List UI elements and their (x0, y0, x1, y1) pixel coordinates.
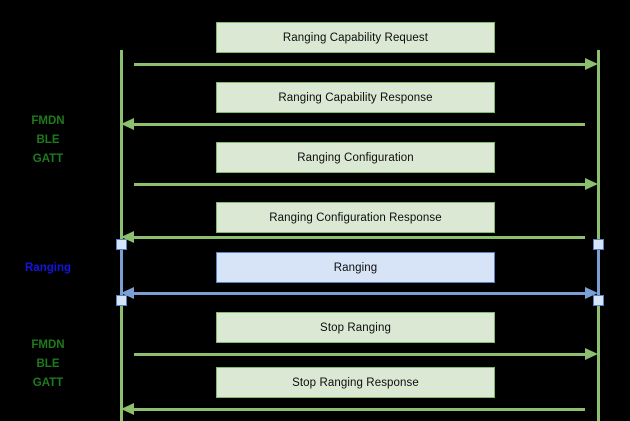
arrowhead-right-0 (585, 58, 598, 70)
activation-bar-right (597, 244, 600, 300)
message-arrow-6[interactable] (121, 403, 585, 415)
side-label-line: GATT (32, 153, 64, 165)
side-label-0: FMDN BLE GATT (0, 112, 96, 169)
message-box-3[interactable]: Ranging Configuration Response (216, 202, 495, 233)
side-label-1: Ranging (0, 259, 96, 278)
message-label: Ranging Capability Response (278, 91, 433, 104)
message-label: Ranging Capability Request (282, 31, 429, 44)
side-label-line: Ranging (25, 262, 71, 274)
arrowhead-right-2 (585, 178, 598, 190)
message-box-2[interactable]: Ranging Configuration (216, 142, 495, 173)
side-label-2: FMDN BLE GATT (0, 336, 96, 393)
message-arrow-3[interactable] (121, 231, 585, 243)
message-label: Ranging Configuration (297, 151, 414, 164)
arrowhead-left-4 (121, 287, 134, 299)
message-box-4[interactable]: Ranging (216, 252, 495, 283)
arrowhead-right-4 (585, 287, 598, 299)
message-arrow-0[interactable] (134, 58, 598, 70)
message-label: Stop Ranging Response (292, 376, 419, 389)
message-label: Stop Ranging (320, 321, 391, 334)
arrowhead-left-6 (121, 403, 134, 415)
message-box-5[interactable]: Stop Ranging (216, 312, 495, 343)
activation-handle-right-end[interactable] (592, 294, 604, 306)
message-box-6[interactable]: Stop Ranging Response (216, 367, 495, 398)
arrowhead-left-3 (121, 231, 134, 243)
activation-bar-left (120, 244, 123, 300)
side-label-line: FMDN (31, 115, 65, 127)
lifeline-right (597, 50, 600, 421)
message-label: Ranging (333, 261, 378, 274)
side-label-line: FMDN (31, 339, 65, 351)
arrowhead-left-1 (121, 118, 134, 130)
side-label-line: BLE (36, 134, 60, 146)
message-arrow-4[interactable] (121, 287, 598, 299)
message-box-1[interactable]: Ranging Capability Response (216, 82, 495, 113)
message-arrow-1[interactable] (121, 118, 585, 130)
activation-handle-right-start[interactable] (592, 238, 604, 250)
message-box-0[interactable]: Ranging Capability Request (216, 22, 495, 53)
message-arrow-2[interactable] (134, 178, 598, 190)
side-label-line: BLE (36, 358, 60, 370)
message-arrow-5[interactable] (134, 348, 598, 360)
side-label-line: GATT (32, 377, 64, 389)
arrowhead-right-5 (585, 348, 598, 360)
message-label: Ranging Configuration Response (269, 211, 442, 224)
